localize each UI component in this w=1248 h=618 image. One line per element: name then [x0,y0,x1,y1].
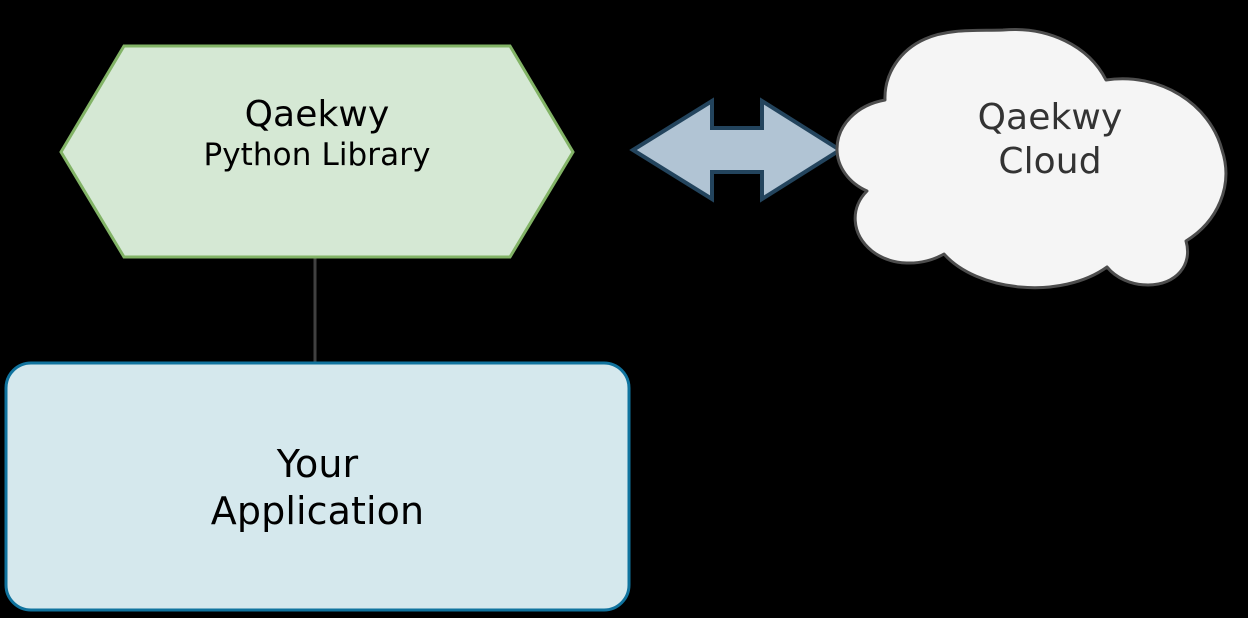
node-qaekwy-cloud[interactable] [835,27,1228,290]
node-your-application[interactable] [4,361,631,612]
node-qaekwy-python-library[interactable] [59,44,575,259]
